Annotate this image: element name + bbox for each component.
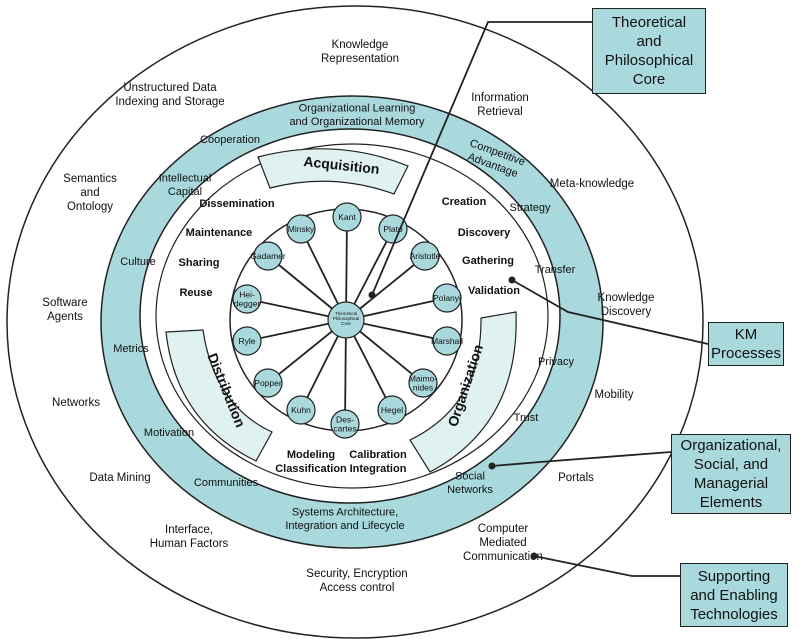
philosopher-nodes: KantPlatoAristotlePolanyiMarshallMaimo-n…	[232, 202, 463, 439]
philosopher-node	[410, 241, 440, 271]
philosopher-node	[286, 395, 316, 425]
leader-dot	[530, 552, 538, 560]
mobility: Mobility	[595, 389, 634, 401]
acquisition-arc	[257, 148, 409, 195]
distribution-arc	[165, 329, 273, 462]
philosopher-node	[253, 368, 283, 398]
transfer: Transfer	[535, 264, 576, 276]
philosopher-label: Minsky	[288, 224, 315, 234]
philosopher-label: Plato	[383, 224, 403, 234]
philosopher-label: Kant	[338, 212, 356, 222]
philosopher-label: Popper	[254, 378, 282, 388]
philosopher-node	[330, 409, 360, 439]
philosopher-label: Maimo-nides	[409, 374, 438, 393]
gathering: Gathering	[462, 255, 514, 267]
philosopher-node	[232, 326, 262, 356]
leader-supporting-technologies	[533, 555, 680, 577]
strategy: Strategy	[510, 202, 551, 214]
callout-supporting-technologies: Supporting and Enabling Technologies	[680, 563, 788, 627]
leader-dot	[488, 462, 496, 470]
validation: Validation	[468, 285, 520, 297]
philosopher-label: Kuhn	[291, 405, 311, 415]
dissemination: Dissemination	[199, 198, 274, 210]
philosopher-label: Ryle	[238, 336, 255, 346]
portals: Portals	[558, 472, 594, 484]
philosopher-label: Marshall	[431, 336, 463, 346]
leader-organizational-elements	[491, 451, 672, 467]
callout-theoretical-core: Theoretical and Philosophical Core	[592, 8, 706, 94]
networks: Networks	[52, 397, 100, 409]
systems-architecture: Systems Architecture,Integration and Lif…	[285, 506, 404, 532]
philosopher-node	[432, 326, 462, 356]
creation: Creation	[442, 196, 487, 208]
philosopher-node	[232, 284, 262, 314]
privacy: Privacy	[538, 356, 575, 368]
motivation: Motivation	[144, 427, 194, 439]
philosopher-label: Hegel	[381, 405, 403, 415]
data-mining: Data Mining	[89, 472, 150, 484]
philosopher-label: Gadamer	[250, 251, 286, 261]
culture: Culture	[120, 256, 155, 268]
philosopher-node	[408, 368, 438, 398]
interface-human-factors: Interface,Human Factors	[150, 524, 229, 550]
process-ring-outline	[155, 143, 549, 489]
organization-arc	[409, 311, 517, 473]
philosopher-node	[378, 214, 408, 244]
philosopher-node	[332, 202, 362, 232]
philosopher-node	[253, 241, 283, 271]
philosopher-node	[377, 395, 407, 425]
philosopher-label: Des-cartes	[333, 415, 356, 434]
philosopher-label: Hei-degger	[234, 290, 261, 309]
callout-km-processes: KM Processes	[708, 322, 784, 366]
acquisition-label: Acquisition	[303, 153, 380, 177]
meta-knowledge: Meta-knowledge	[550, 178, 634, 190]
leader-theoretical-core	[371, 21, 592, 296]
communities: Communities	[194, 477, 259, 489]
reuse: Reuse	[179, 287, 212, 299]
sharing: Sharing	[179, 257, 220, 269]
cooperation: Cooperation	[200, 134, 260, 146]
callout-organizational-elements: Organizational, Social, and Managerial E…	[671, 434, 791, 514]
leader-km-processes	[511, 279, 709, 345]
philosopher-label: Aristotle	[410, 251, 441, 261]
discovery: Discovery	[458, 227, 511, 239]
trust: Trust	[514, 412, 539, 424]
philosopher-node	[432, 283, 462, 313]
leader-lines	[368, 21, 709, 577]
leader-dot	[368, 291, 376, 299]
leader-dot	[508, 276, 516, 284]
metrics: Metrics	[113, 343, 149, 355]
central-hub	[327, 301, 365, 339]
philosopher-label: Polanyi	[433, 293, 461, 303]
philosopher-node	[286, 214, 316, 244]
maintenance: Maintenance	[186, 227, 253, 239]
